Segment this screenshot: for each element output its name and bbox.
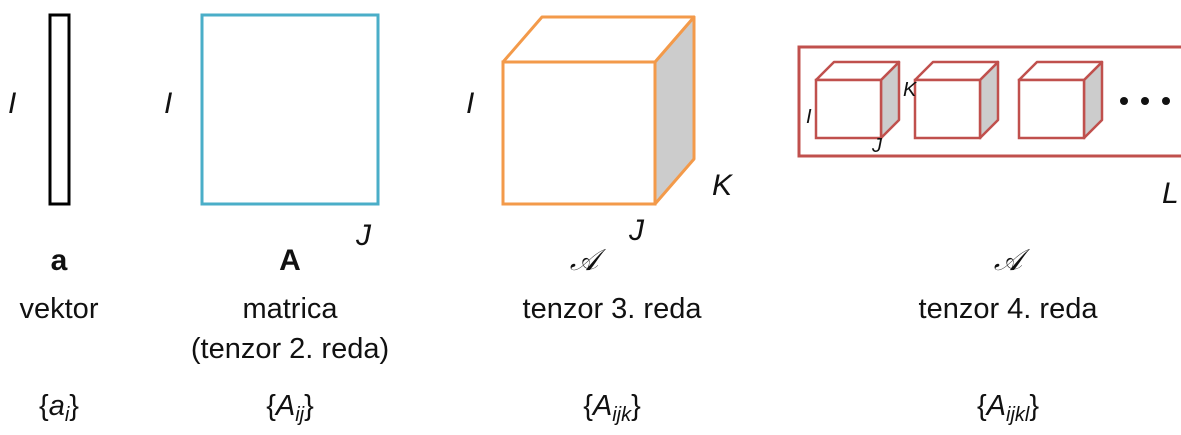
tensor3-front-face [501,60,657,206]
tensor4-ellipsis [1120,97,1170,105]
vector-notation-open-brace: { [39,390,49,422]
matrix-group: I J A matrica (tenzor 2. reda) {Aij} [164,13,389,426]
matrix-notation-base: A [274,390,295,422]
tensor3-caption: tenzor 3. reda [523,293,703,325]
vector-group: I a vektor {ai} [8,13,99,426]
matrix-dim-j-label: J [355,219,372,252]
vector-notation: {ai} [39,390,79,426]
tensor4-symbol: 𝒜 [994,243,1031,278]
tensor4-notation-index: ijkl [1006,404,1030,426]
tensor4-notation-base: A [985,390,1006,422]
vector-shape [48,13,71,206]
matrix-symbol: A [279,244,301,277]
tensor4-group: I J K L 𝒜 tenzor 4. reda {Aijkl} [797,45,1181,426]
vector-notation-close-brace: } [69,390,79,422]
tensor3-dim-k-label: K [712,169,734,202]
tensor3-notation: {Aijk} [583,390,641,426]
tensor4-cube-1 [814,60,901,140]
tensor3-dim-j-label: J [628,214,645,247]
tensor4-cube-1-front [814,78,883,140]
matrix-notation-open-brace: { [266,390,276,422]
vector-notation-base: a [49,390,65,422]
matrix-notation-index: ij [295,404,304,426]
tensor4-ellipsis-dot [1141,97,1149,105]
vector-symbol: a [51,244,68,277]
tensor3-dim-i-label: I [466,87,474,120]
tensor4-dim-j-label: J [871,135,883,157]
vector-dim-i-label: I [8,87,16,120]
tensor4-dim-k-label: K [903,79,918,101]
tensor3-notation-close-brace: } [631,390,641,422]
vector-notation-index: i [65,404,70,426]
tensor4-notation: {Aijkl} [977,390,1039,426]
tensor4-cube-2-front [913,78,982,140]
matrix-notation-close-brace: } [304,390,314,422]
tensor4-ellipsis-dot [1162,97,1170,105]
tensor3-symbol: 𝒜 [570,243,607,278]
tensor4-cube-3 [1017,60,1104,140]
tensor3-group: I J K 𝒜 tenzor 3. reda {Aijk} [466,15,734,426]
matrix-caption-line2: (tenzor 2. reda) [191,333,389,365]
tensor4-dim-l-label: L [1162,177,1179,210]
tensor4-notation-open-brace: { [977,390,987,422]
tensor4-cube-3-front [1017,78,1086,140]
tensor3-notation-base: A [591,390,612,422]
tensor4-container [797,45,1181,158]
tensor4-cube-2 [913,60,1000,140]
matrix-notation: {Aij} [266,390,314,426]
matrix-caption-line1: matrica [242,293,338,325]
tensor4-notation-close-brace: } [1029,390,1039,422]
matrix-shape [200,13,380,206]
tensor4-caption: tenzor 4. reda [919,293,1099,325]
tensor4-dim-i-label: I [806,106,812,128]
vector-caption: vektor [20,293,99,325]
matrix-dim-i-label: I [164,87,172,120]
tensor3-notation-open-brace: { [583,390,593,422]
tensor3-notation-index: ijk [612,404,632,426]
tensor4-ellipsis-dot [1120,97,1128,105]
